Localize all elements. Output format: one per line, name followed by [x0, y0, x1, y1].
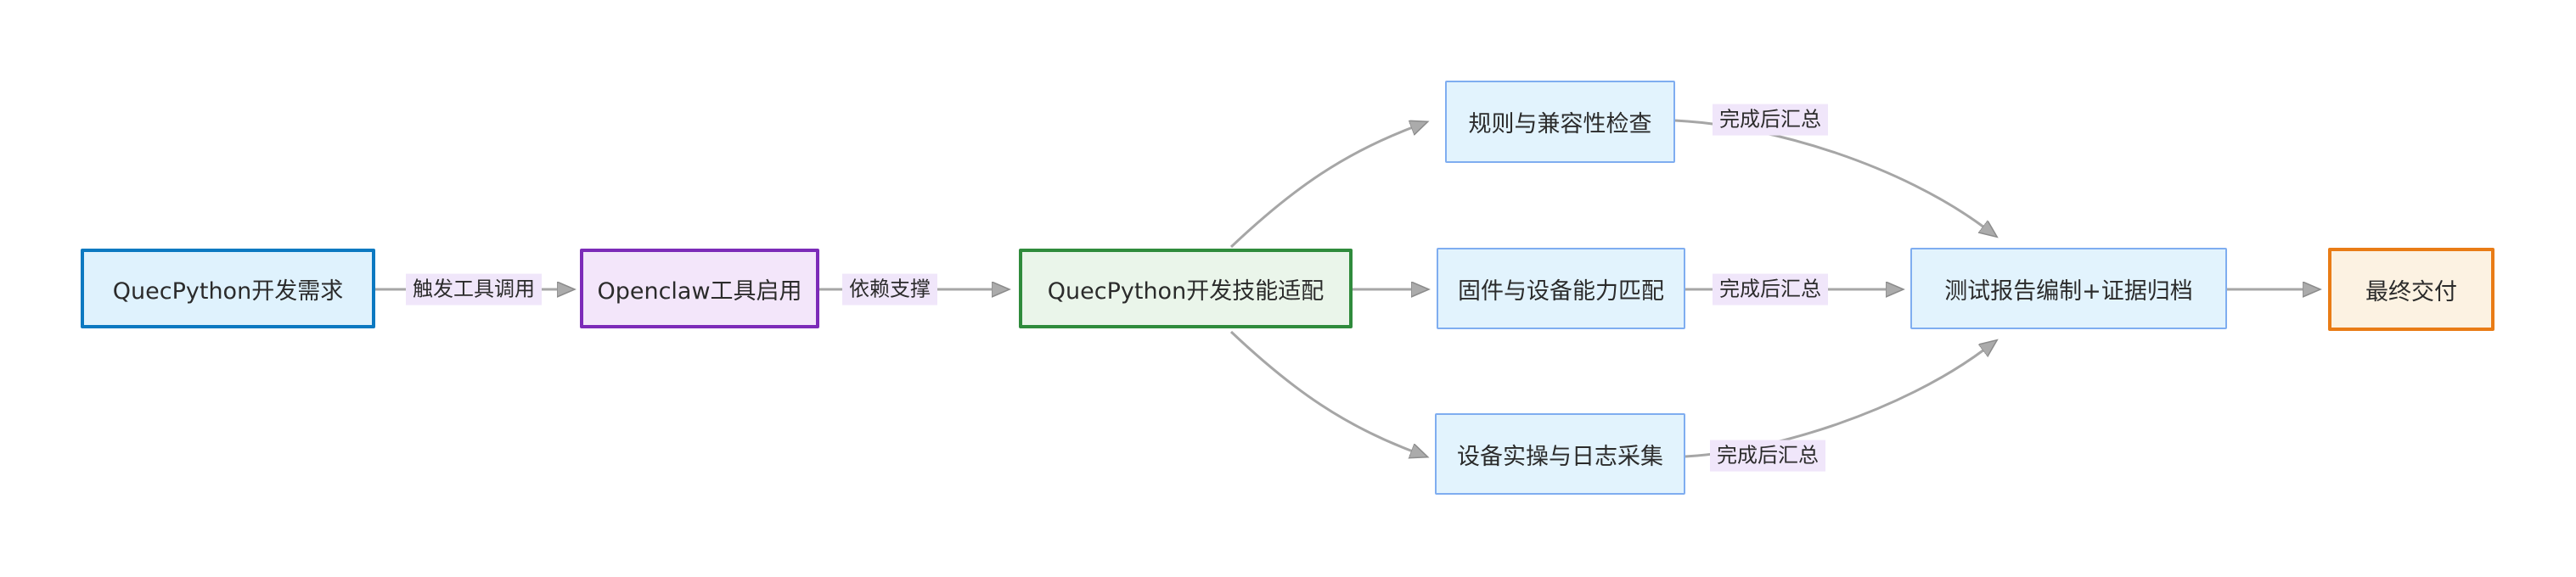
node-quecpython-skill-adapt: QuecPython开发技能适配 — [1019, 249, 1353, 328]
edge-label-summarize-after-firmware: 完成后汇总 — [1713, 273, 1828, 305]
edge-label-summarize-after-device: 完成后汇总 — [1710, 440, 1825, 472]
edge-label-summarize-after-check: 完成后汇总 — [1713, 104, 1828, 136]
node-test-report-evidence-archive: 测试报告编制+证据归档 — [1910, 248, 2227, 329]
edge-adapt-device — [1229, 330, 1413, 451]
edge-label-dependency-support: 依赖支撑 — [842, 273, 937, 305]
edge-check-report — [1674, 119, 1984, 227]
node-final-delivery: 最终交付 — [2328, 248, 2494, 331]
node-rules-compatibility-check: 规则与兼容性检查 — [1445, 81, 1675, 163]
node-firmware-capability-match: 固件与设备能力匹配 — [1437, 248, 1685, 329]
edge-adapt-check — [1229, 127, 1413, 249]
node-device-ops-log-collect: 设备实操与日志采集 — [1435, 413, 1685, 495]
node-quecpython-dev-request: QuecPython开发需求 — [81, 249, 375, 328]
node-openclaw-tool-enable: Openclaw工具启用 — [580, 249, 819, 328]
edge-label-trigger-tool-call: 触发工具调用 — [406, 273, 542, 305]
